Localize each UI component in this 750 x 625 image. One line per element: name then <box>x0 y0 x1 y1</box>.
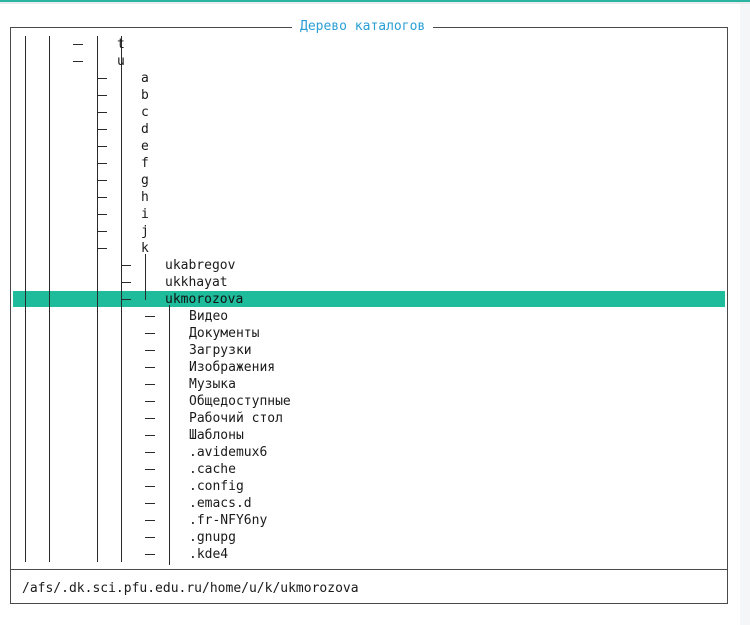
tree-node[interactable]: .cache <box>189 462 236 477</box>
tree-node[interactable]: .gnupg <box>189 530 236 545</box>
tree-node[interactable]: e <box>141 139 149 154</box>
tree-branch-connector <box>145 486 155 487</box>
tree-guide-line <box>97 36 98 562</box>
tree-node[interactable]: b <box>141 88 149 103</box>
tree-branch-connector <box>97 78 107 79</box>
tree-branch-connector <box>97 163 107 164</box>
tree-branch-connector <box>145 469 155 470</box>
tree-branch-connector <box>145 452 155 453</box>
tree-branch-connector <box>73 44 83 45</box>
tree-node[interactable]: .emacs.d <box>189 496 252 511</box>
tree-node[interactable]: .kde4 <box>189 547 229 562</box>
tree-branch-connector <box>97 112 107 113</box>
tree-node[interactable]: c <box>141 105 149 120</box>
tree-node[interactable]: h <box>141 190 149 205</box>
tree-node[interactable]: .config <box>189 479 244 494</box>
tree-node[interactable]: g <box>141 173 149 188</box>
tree-node[interactable]: j <box>141 224 149 239</box>
tree-node[interactable]: ukabregov <box>165 258 236 273</box>
tree-node[interactable]: Общедоступные <box>189 394 291 409</box>
tree-branch-connector <box>145 316 155 317</box>
tree-node[interactable]: .fr-NFY6ny <box>189 513 268 528</box>
tree-branch-connector <box>145 401 155 402</box>
tree-node[interactable]: .avidemux6 <box>189 445 268 460</box>
tree-branch-connector <box>145 554 155 555</box>
tree-branch-connector <box>145 333 155 334</box>
tree-branch-connector <box>145 418 155 419</box>
tree-node[interactable]: Изображения <box>189 360 276 375</box>
tree-branch-connector <box>145 537 155 538</box>
selection-highlight <box>13 291 725 307</box>
tree-branch-connector <box>97 214 107 215</box>
tree-node[interactable]: Документы <box>189 326 260 341</box>
tree-node[interactable]: k <box>141 241 149 256</box>
tree-branch-connector <box>145 503 155 504</box>
tree-node[interactable]: Музыка <box>189 377 236 392</box>
tree-branch-connector <box>145 520 155 521</box>
tree-branch-connector <box>97 146 107 147</box>
tree-node[interactable]: d <box>141 122 149 137</box>
tree-branch-connector <box>73 61 83 62</box>
tree-guide-line <box>49 36 50 562</box>
tree-node[interactable]: t <box>117 37 125 52</box>
tree-node[interactable]: Загрузки <box>189 343 252 358</box>
tree-branch-connector <box>97 248 107 249</box>
tree-branch-connector <box>145 435 155 436</box>
tree-guide-line <box>25 36 26 562</box>
tree-branch-connector <box>145 367 155 368</box>
top-shadow-bar <box>0 2 750 4</box>
tree-guide-line <box>169 305 170 565</box>
tree-node[interactable]: Видео <box>189 309 229 324</box>
tree-node[interactable]: Шаблоны <box>189 428 244 443</box>
tree-branch-connector <box>145 350 155 351</box>
tree-node[interactable]: u <box>117 54 125 69</box>
tree-branch-connector <box>97 180 107 181</box>
tree-branch-connector <box>97 129 107 130</box>
tree-node[interactable]: Рабочий стол <box>189 411 283 426</box>
tree-node-selected[interactable]: ukmorozova <box>165 292 244 307</box>
dialog-title: Дерево каталогов <box>292 19 434 35</box>
status-divider <box>10 569 728 570</box>
window-right-edge <box>740 4 750 625</box>
tree-guide-line <box>145 254 146 300</box>
tree-branch-connector <box>97 197 107 198</box>
current-path: /afs/.dk.sci.pfu.edu.ru/home/u/k/ukmoroz… <box>22 581 359 596</box>
tree-node[interactable]: a <box>141 71 149 86</box>
directory-tree-dialog <box>10 27 728 604</box>
tree-node[interactable]: ukkhayat <box>165 275 228 290</box>
tree-branch-connector <box>121 265 131 266</box>
tree-branch-connector <box>97 95 107 96</box>
tree-branch-connector <box>121 299 131 300</box>
tree-node[interactable]: f <box>141 156 149 171</box>
tree-branch-connector <box>145 384 155 385</box>
tree-branch-connector <box>97 231 107 232</box>
tree-node[interactable]: i <box>141 207 149 222</box>
top-accent-bar <box>0 0 750 2</box>
tree-branch-connector <box>121 282 131 283</box>
